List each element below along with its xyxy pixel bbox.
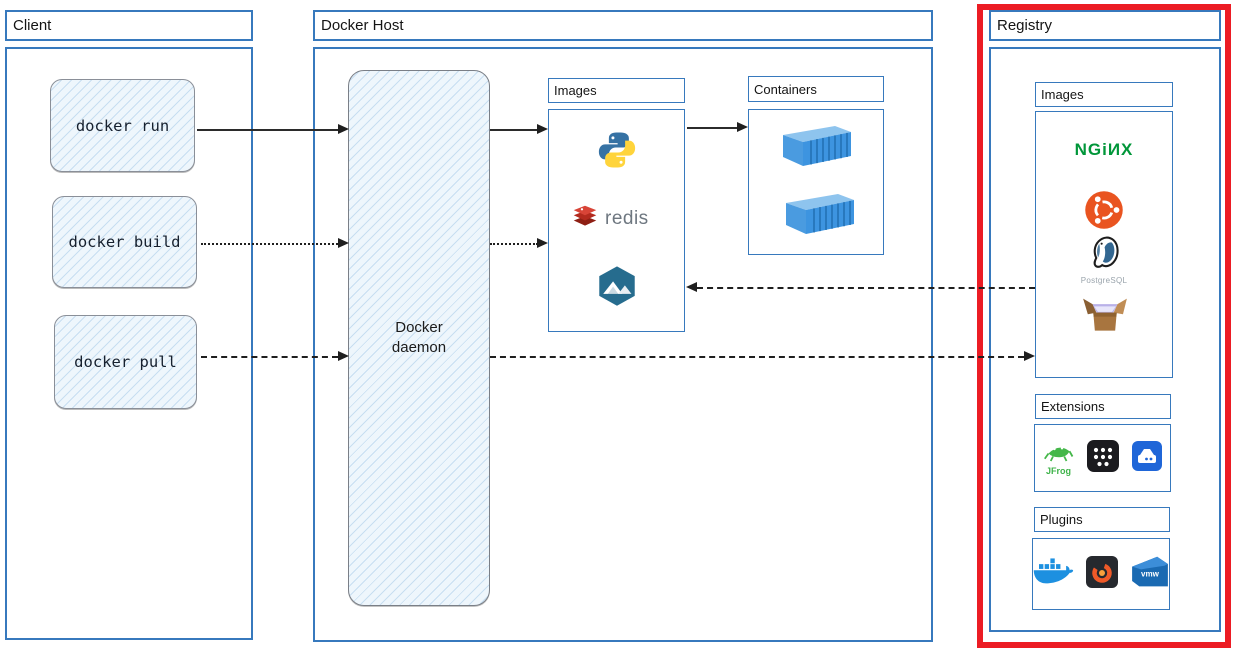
container-icon <box>779 123 855 174</box>
app-grid-icon <box>1086 439 1119 477</box>
container-icon <box>782 191 858 242</box>
daemon-to-images-arrowhead <box>537 124 548 134</box>
registry-images-title: Images <box>1035 82 1173 107</box>
daemon-to-registry-arrowhead <box>1024 351 1035 361</box>
client-title: Client <box>5 10 253 41</box>
postgresql-label: PostgreSQL <box>1080 276 1128 285</box>
images-to-containers-arrow-line <box>687 127 738 129</box>
docker-whale-icon <box>1032 556 1074 593</box>
registry-highlight-frame <box>977 4 1231 648</box>
nginx-logo: NGiИX <box>1036 140 1172 160</box>
registry-to-images-arrow-line <box>697 287 1035 289</box>
docker-daemon-node: Docker daemon <box>348 70 490 606</box>
registry-images-box: NGiИX PostgreSQL <box>1035 111 1173 378</box>
registry-title-label: Registry <box>997 17 1053 34</box>
pull-arrow-line <box>201 356 338 358</box>
build-arrow-line <box>201 243 338 245</box>
plugins-title-label: Plugins <box>1040 512 1083 527</box>
run-arrowhead <box>338 124 349 134</box>
redis-label: redis <box>605 208 649 229</box>
docker-build-node: docker build <box>52 196 197 288</box>
extensions-title-label: Extensions <box>1041 399 1105 414</box>
docker-run-node: docker run <box>50 79 195 172</box>
plugins-title: Plugins <box>1034 507 1170 532</box>
daemon-to-images-dotted-line <box>490 243 538 245</box>
docker-pull-node: docker pull <box>54 315 197 409</box>
python-icon <box>597 130 637 170</box>
redis-icon <box>571 204 599 235</box>
nginx-label: NGiИX <box>1074 140 1134 159</box>
daemon-to-images-dotted-arrowhead <box>537 238 548 248</box>
grafana-icon <box>1086 555 1118 593</box>
docker-pull-label: docker pull <box>74 353 177 371</box>
alpine-icon <box>596 265 638 307</box>
client-title-label: Client <box>13 17 52 34</box>
extensions-box: JFrog <box>1034 424 1171 492</box>
open-box-icon <box>1080 292 1130 343</box>
pull-arrowhead <box>338 351 349 361</box>
daemon-to-images-arrow-line <box>490 129 538 131</box>
host-images-title: Images <box>548 78 685 103</box>
docker-host-title: Docker Host <box>313 10 933 41</box>
docker-daemon-label: Docker daemon <box>391 318 447 356</box>
vmware-icon: vmw <box>1130 555 1170 594</box>
containers-title-label: Containers <box>754 81 817 97</box>
registry-title: Registry <box>989 10 1221 41</box>
registry-to-images-arrowhead <box>686 282 697 292</box>
docker-host-title-label: Docker Host <box>321 17 404 34</box>
docker-build-label: docker build <box>68 233 181 251</box>
run-arrow-line <box>197 129 339 131</box>
jfrog-label: JFrog <box>1045 465 1071 476</box>
plugins-box: vmw <box>1032 538 1170 610</box>
jfrog-icon <box>1043 441 1074 468</box>
extensions-title: Extensions <box>1035 394 1171 419</box>
redis-logo: redis <box>571 204 649 234</box>
containers-box <box>748 109 884 255</box>
host-images-box: redis <box>548 109 685 332</box>
docker-run-label: docker run <box>75 116 170 135</box>
build-arrowhead <box>338 238 349 248</box>
registry-images-title-label: Images <box>1041 87 1084 102</box>
postgresql-icon <box>1085 234 1123 275</box>
containers-title: Containers <box>748 76 884 102</box>
drive-icon <box>1131 440 1162 476</box>
images-to-containers-arrowhead <box>737 122 748 132</box>
ubuntu-icon <box>1084 190 1124 235</box>
postgresql-logo: PostgreSQL <box>1036 234 1172 285</box>
vmware-label: vmw <box>1141 569 1160 578</box>
host-images-title-label: Images <box>554 83 597 98</box>
daemon-to-registry-arrow-line <box>490 356 1024 358</box>
jfrog-logo: JFrog <box>1043 441 1074 476</box>
